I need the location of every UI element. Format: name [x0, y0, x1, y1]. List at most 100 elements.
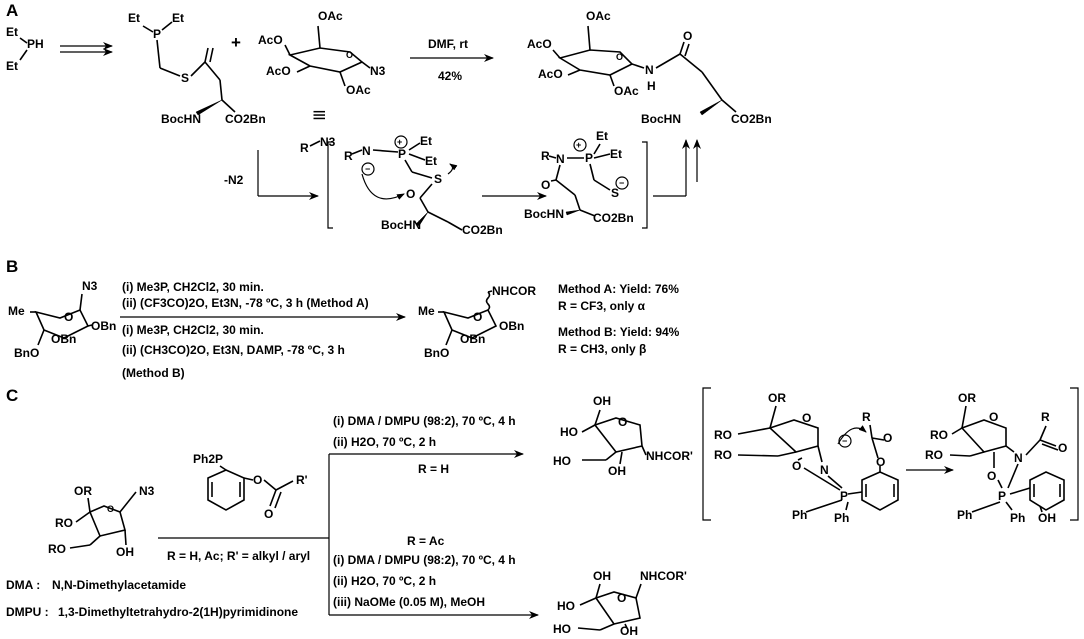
svg-text:AcO: AcO — [258, 33, 283, 47]
svg-text:OR: OR — [74, 484, 92, 498]
svg-text:OH: OH — [593, 569, 611, 583]
svg-text:OAc: OAc — [586, 9, 611, 23]
svg-text:R: R — [862, 410, 871, 424]
dma-abbr: DMA : — [6, 578, 40, 592]
svg-text:N: N — [556, 152, 565, 166]
svg-text:Ph: Ph — [957, 508, 972, 522]
svg-text:P: P — [840, 489, 848, 503]
svg-text:N: N — [362, 144, 371, 158]
minus-n2-label: -N2 — [224, 173, 244, 187]
svg-text:N: N — [820, 463, 829, 477]
svg-text:OH: OH — [608, 464, 626, 478]
svg-text:NHCOR: NHCOR — [492, 284, 536, 298]
abbreviation-definitions: DMA : N,N-Dimethylacetamide DMPU : 1,3-D… — [6, 578, 298, 619]
svg-text:O: O — [802, 411, 811, 425]
acyl-transfer-intermediate: OR O RO RO N O P Ph Ph R O O − — [714, 391, 899, 525]
svg-text:OR: OR — [768, 391, 786, 405]
svg-text:O: O — [253, 473, 262, 487]
aza-ylide-intermediate: R N P Et Et S O BocHN CO2Bn + − — [344, 134, 503, 237]
svg-text:RO: RO — [925, 448, 943, 462]
fucosyl-amide-product: NHCOR Me O OBn BnO OBn — [418, 284, 536, 360]
svg-text:N3: N3 — [370, 64, 386, 78]
lower-condition-3: (iii) NaOMe (0.05 M), MeOH — [333, 595, 485, 609]
panel-c-label: C — [6, 386, 18, 405]
svg-text:O: O — [473, 310, 482, 324]
svg-text:BocHN: BocHN — [524, 207, 564, 221]
svg-text:OR: OR — [958, 391, 976, 405]
svg-text:OH: OH — [620, 624, 638, 638]
lower-r-label: R = Ac — [407, 534, 445, 548]
panel-a: A Et PH Et Et P Et S BocHN CO2Bn — [6, 1, 772, 237]
svg-text:RO: RO — [714, 428, 732, 442]
panel-c: C OR N3 RO RO OH O Ph2P O O R' — [6, 386, 1079, 638]
svg-text:O: O — [989, 410, 998, 424]
reagent-caption: R = H, Ac; R' = alkyl / aryl — [167, 549, 310, 563]
svg-text:NHCOR': NHCOR' — [640, 569, 687, 583]
method-a-selectivity: R = CF3, only α — [558, 299, 646, 313]
svg-text:NHCOR': NHCOR' — [646, 449, 693, 463]
panel-b-condition-1: (i) Me3P, CH2Cl2, 30 min. — [122, 280, 264, 294]
panel-b-condition-2: (ii) (CF3CO)2O, Et3N, -78 ºC, 3 h (Metho… — [122, 296, 369, 310]
svg-text:RO: RO — [48, 542, 66, 556]
svg-text:O: O — [616, 52, 623, 62]
phosphinothioester: Et P Et S BocHN CO2Bn — [128, 11, 266, 126]
svg-text:O: O — [406, 187, 415, 201]
dmpu-abbr: DMPU : — [6, 605, 49, 619]
svg-text:P: P — [585, 151, 593, 165]
panel-b-condition-3: (i) Me3P, CH2Cl2, 30 min. — [122, 323, 264, 337]
svg-text:OH: OH — [1038, 511, 1056, 525]
svg-text:O: O — [64, 310, 73, 324]
svg-text:Me: Me — [418, 304, 435, 318]
svg-text:Et: Et — [610, 147, 622, 161]
svg-text:Et: Et — [172, 11, 184, 25]
svg-text:OBn: OBn — [499, 319, 524, 333]
svg-text:BocHN: BocHN — [381, 218, 421, 232]
svg-text:P: P — [398, 147, 406, 161]
svg-text:R: R — [300, 141, 309, 155]
svg-text:Ph: Ph — [1010, 511, 1025, 525]
phosphinophenyl-ester-reagent: Ph2P O O R' — [193, 452, 308, 521]
svg-text:−: − — [619, 178, 624, 188]
svg-text:Me: Me — [8, 304, 25, 318]
panel-b-conditions: (i) Me3P, CH2Cl2, 30 min. (ii) (CF3CO)2O… — [122, 280, 369, 380]
svg-text:HO: HO — [553, 622, 571, 636]
equivalence-mark: ||| — [313, 110, 327, 120]
svg-text:−: − — [842, 436, 847, 446]
svg-text:RO: RO — [930, 428, 948, 442]
svg-text:O: O — [883, 431, 892, 445]
panel-b-results: Method A: Yield: 76% R = CF3, only α Met… — [558, 282, 680, 356]
svg-text:O: O — [987, 469, 996, 483]
svg-text:HO: HO — [557, 599, 575, 613]
method-a-yield: Method A: Yield: 76% — [558, 282, 679, 296]
svg-text:S: S — [181, 71, 189, 85]
svg-text:R: R — [344, 149, 353, 163]
svg-text:OAc: OAc — [614, 84, 639, 98]
svg-text:O: O — [264, 507, 273, 521]
diethylphosphine: Et PH Et — [6, 25, 44, 73]
svg-text:OAc: OAc — [318, 9, 343, 23]
svg-text:O: O — [541, 178, 550, 192]
svg-text:BnO: BnO — [424, 346, 449, 360]
svg-text:CO2Bn: CO2Bn — [462, 223, 503, 237]
peracetyl-glucosyl-azide: OAc AcO AcO OAc N3 O — [258, 9, 386, 97]
svg-text:HO: HO — [553, 454, 571, 468]
svg-text:O: O — [792, 459, 801, 473]
upper-r-label: R = H — [418, 462, 449, 476]
svg-text:BnO: BnO — [14, 346, 39, 360]
svg-text:OH: OH — [116, 545, 134, 559]
svg-text:OBn: OBn — [91, 319, 116, 333]
svg-text:Et: Et — [128, 11, 140, 25]
svg-text:OH: OH — [593, 394, 611, 408]
panel-b: B N3 Me O OBn BnO OBn (i) Me3P, CH2Cl2, … — [6, 257, 680, 380]
svg-text:H: H — [647, 79, 656, 93]
svg-text:CO2Bn: CO2Bn — [731, 112, 772, 126]
svg-text:OAc: OAc — [346, 83, 371, 97]
panel-a-label: A — [6, 1, 18, 20]
svg-text:N3: N3 — [139, 484, 155, 498]
upper-condition-1: (i) DMA / DMPU (98:2), 70 ºC, 4 h — [333, 414, 516, 428]
azido-fucoside: N3 Me O OBn BnO OBn — [8, 279, 116, 360]
svg-text:AcO: AcO — [527, 37, 552, 51]
svg-text:R': R' — [296, 473, 308, 487]
svg-text:R: R — [541, 149, 550, 163]
